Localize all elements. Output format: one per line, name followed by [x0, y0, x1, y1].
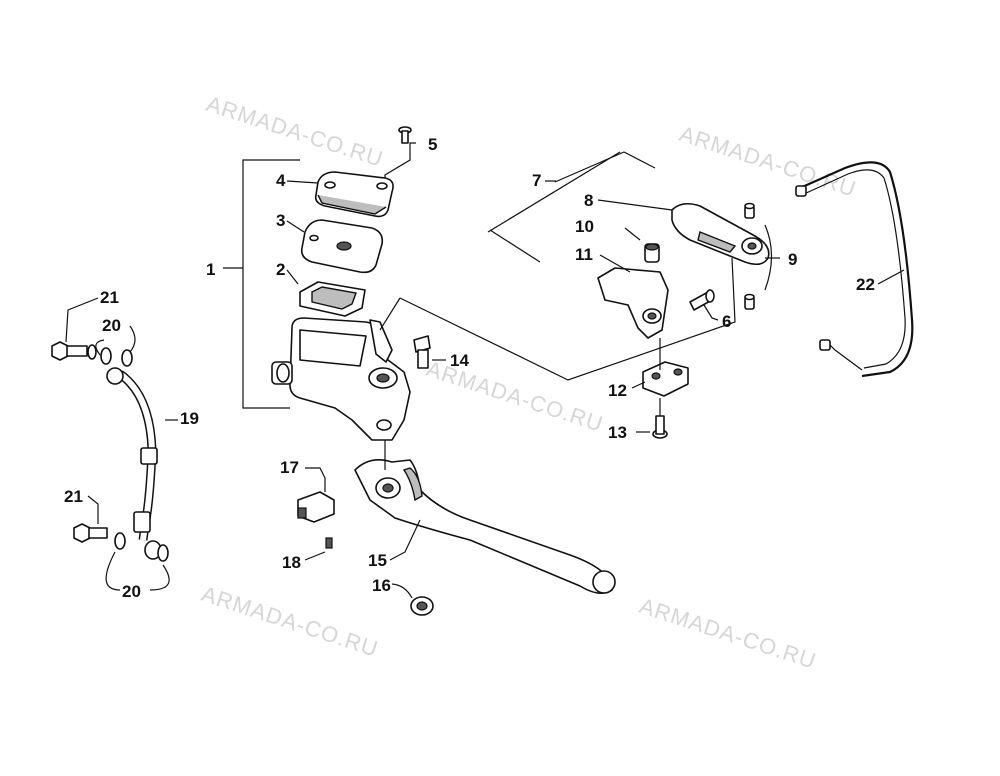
part-22-cable	[795, 161, 914, 378]
watermark: ARMADA-CO.RU	[676, 121, 859, 202]
part-16-bushing	[391, 583, 434, 616]
callout-19: 19	[180, 409, 199, 428]
part-10-spacer	[624, 227, 660, 263]
callout-1: 1	[206, 260, 215, 279]
watermark: ARMADA-CO.RU	[198, 581, 381, 662]
callout-5: 5	[428, 135, 437, 154]
watermark: ARMADA-CO.RU	[636, 593, 819, 674]
callout-12: 12	[608, 381, 627, 400]
callout-18: 18	[282, 553, 301, 572]
part-12-clamp	[631, 338, 689, 397]
callout-9: 9	[788, 250, 797, 269]
callout-11: 11	[575, 245, 593, 264]
master-cylinder-body	[271, 317, 411, 441]
callout-21-bottom: 21	[64, 487, 83, 506]
callout-10: 10	[575, 217, 594, 236]
part-17-switch	[297, 467, 335, 523]
part-2-gasket	[299, 281, 366, 317]
callout-22: 22	[856, 275, 875, 294]
part-7-bracket	[379, 151, 736, 381]
part-13-screw	[636, 398, 668, 439]
part-3-diaphragm-plate	[300, 219, 384, 274]
callout-labels: 1 2 3 4 5 6 7 8 9 10 11 12 13 14 15 16 1…	[64, 135, 875, 601]
callout-21-top: 21	[100, 288, 119, 307]
callout-15: 15	[368, 551, 387, 570]
part-4-reservoir-cover	[314, 171, 394, 218]
part-19-hose	[106, 367, 178, 560]
callout-3: 3	[276, 211, 285, 230]
callout-7: 7	[532, 171, 541, 190]
callout-14: 14	[450, 351, 469, 370]
part-14-bolt	[413, 335, 446, 369]
callout-13: 13	[608, 423, 627, 442]
callout-20-top: 20	[102, 316, 121, 335]
part-9-bushings	[744, 202, 780, 310]
callout-6: 6	[722, 312, 731, 331]
part-11-pivot-block	[597, 254, 669, 339]
callout-8: 8	[584, 191, 593, 210]
assembly-bracket	[223, 159, 300, 409]
part-18-screw	[304, 537, 333, 561]
part-6-bolt	[689, 289, 719, 321]
callout-4: 4	[276, 171, 286, 190]
callout-17: 17	[280, 458, 299, 477]
part-15-lever	[354, 440, 616, 594]
part-21-banjo-bolts	[51, 297, 170, 591]
part-5-screw	[384, 126, 416, 185]
callout-20-bottom: 20	[122, 582, 141, 601]
callout-2: 2	[276, 260, 285, 279]
callout-16: 16	[372, 576, 391, 595]
part-8-lever-arm	[671, 202, 770, 266]
